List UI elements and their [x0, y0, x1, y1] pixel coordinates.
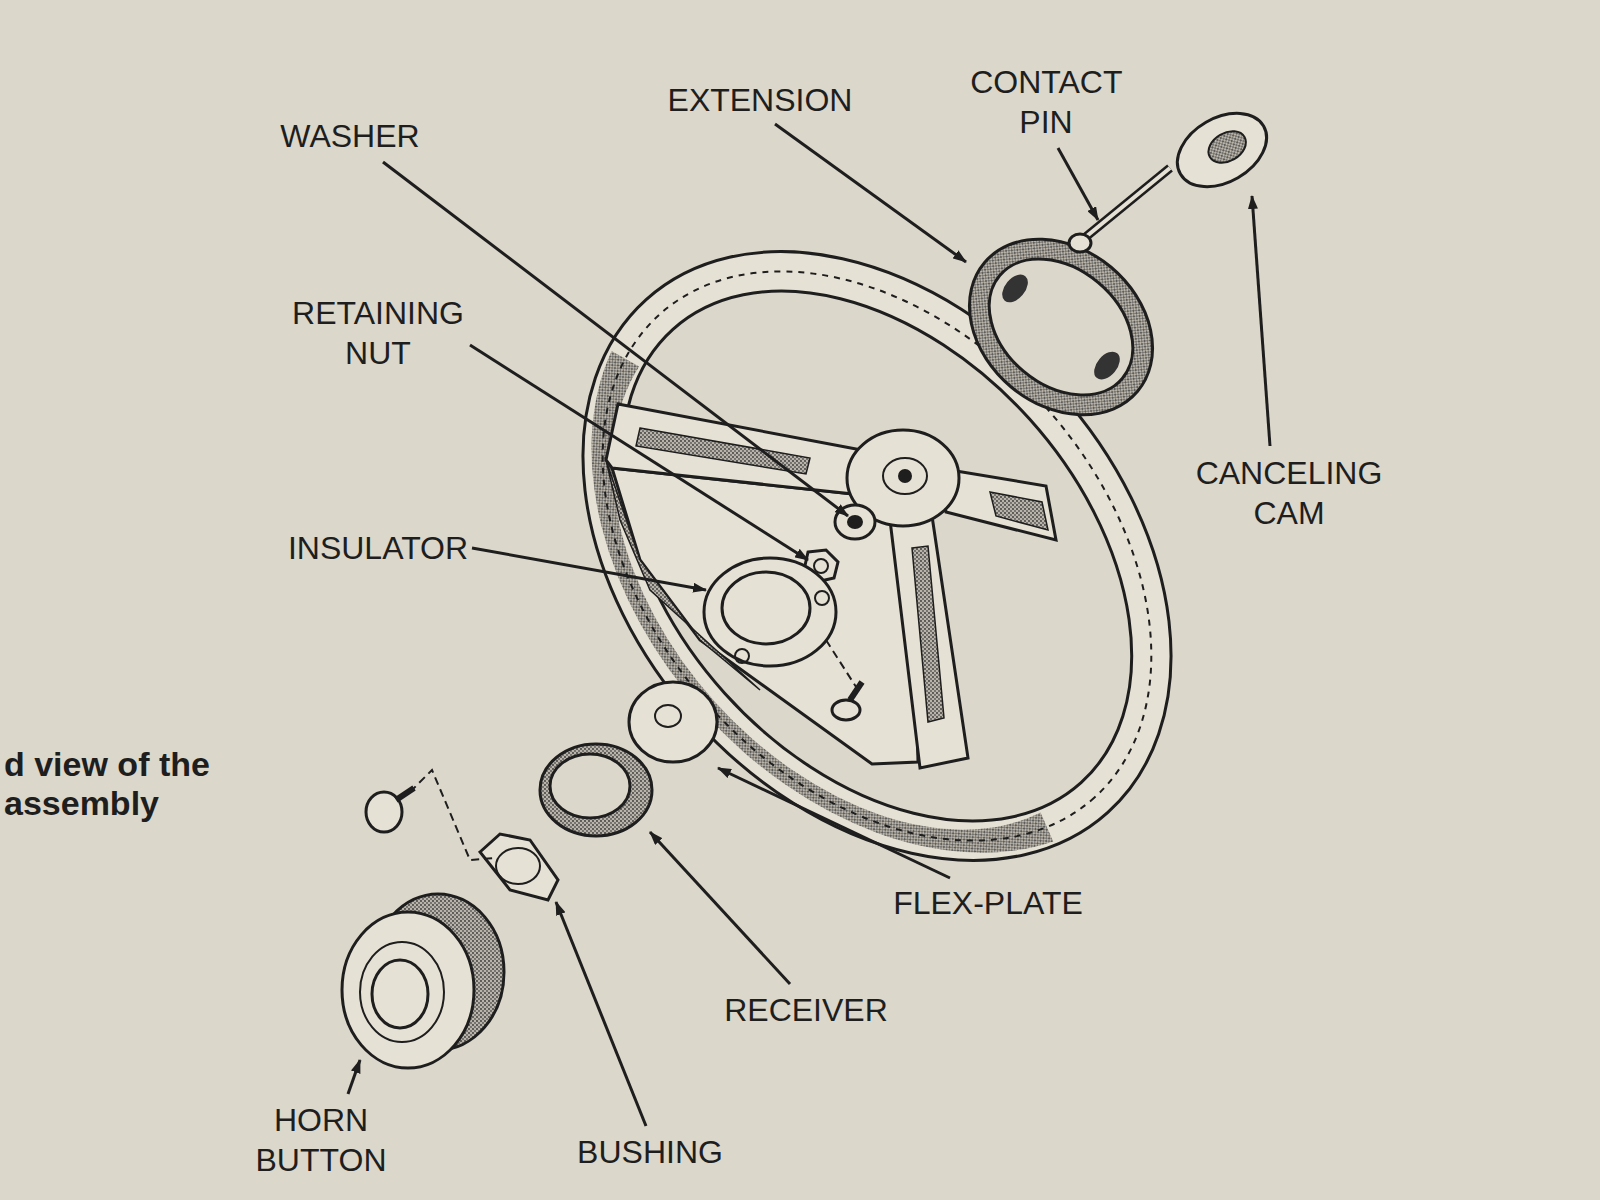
- part-label: CONTACT PIN: [970, 62, 1122, 142]
- part-label: BUSHING: [577, 1132, 723, 1172]
- part-label: WASHER: [280, 116, 419, 156]
- part-label: CANCELING CAM: [1196, 453, 1383, 533]
- part-label: INSULATOR: [288, 528, 468, 568]
- part-label: HORN BUTTON: [256, 1100, 387, 1180]
- part-label: FLEX-PLATE: [893, 883, 1083, 923]
- part-label: EXTENSION: [668, 80, 853, 120]
- part-label: RECEIVER: [724, 990, 888, 1030]
- figure-caption: d view of the assembly: [4, 745, 274, 823]
- part-label: RETAINING NUT: [292, 293, 464, 373]
- leader-lines: [348, 124, 1270, 1126]
